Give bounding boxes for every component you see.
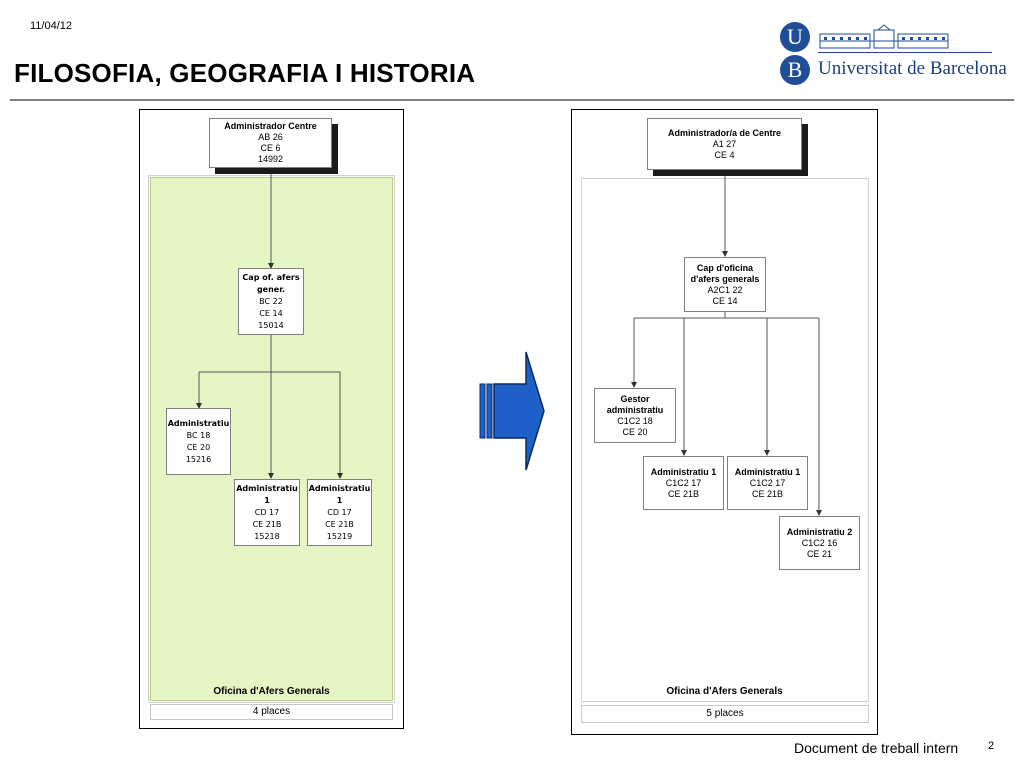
node-line: 15014 <box>258 320 284 330</box>
right-node-gestor-administratiu: Gestor administratiu C1C2 18 CE 20 <box>594 388 676 443</box>
node-title: Cap d'oficina <box>696 262 754 273</box>
slide-title: FILOSOFIA, GEOGRAFIA I HISTORIA <box>14 58 476 88</box>
right-places-count: 5 places <box>581 705 869 723</box>
node-line: C1C2 17 <box>665 477 702 488</box>
footer-note: Document de treball intern <box>794 740 959 756</box>
left-places-count: 4 places <box>150 704 393 720</box>
node-title: Gestor <box>620 393 650 404</box>
node-title: gener. <box>256 284 286 294</box>
node-title: Administratiu 1 <box>650 466 717 477</box>
university-name: Universitat de Barcelona <box>818 58 1007 79</box>
node-title: Administratiu 1 <box>236 483 298 505</box>
left-node-administrador-centre: Administrador Centre AB 26 CE 6 14992 <box>209 118 332 168</box>
left-node-administratiu-1b: Administratiu 1 CD 17 CE 21B 15219 <box>307 479 372 546</box>
node-line: CE 20 <box>622 426 648 437</box>
left-area-frame <box>148 175 395 703</box>
node-title: Administrador/a de Centre <box>667 127 782 138</box>
node-line: C1C2 17 <box>749 477 786 488</box>
node-line: 14992 <box>257 154 284 164</box>
left-node-administratiu: Administratiu BC 18 CE 20 15216 <box>166 408 231 475</box>
node-line: 15219 <box>326 531 353 541</box>
node-line: AB 26 <box>258 132 283 142</box>
university-logo-b: B <box>780 55 810 85</box>
node-line: C1C2 16 <box>801 537 838 548</box>
node-title: Cap of. afers <box>242 272 300 282</box>
title-divider <box>10 99 1014 101</box>
node-line: 15218 <box>254 531 280 541</box>
node-line: CE 21B <box>325 519 354 529</box>
node-line: A1 27 <box>712 138 737 149</box>
node-line: CE 20 <box>186 442 211 452</box>
page-number: 2 <box>988 740 995 752</box>
node-title: Administrador Centre <box>224 121 317 131</box>
right-node-administratiu-2: Administratiu 2 C1C2 16 CE 21 <box>779 516 860 570</box>
right-node-administrador-centre: Administrador/a de Centre A1 27 CE 4 <box>647 118 802 170</box>
node-line: CD 17 <box>327 507 352 517</box>
node-line: CE 14 <box>259 308 283 318</box>
node-title: Administratiu 2 <box>786 526 853 537</box>
node-line: CE 21 <box>806 548 832 559</box>
node-line: BC 18 <box>186 430 211 440</box>
node-title: Administratiu 1 <box>308 483 371 505</box>
left-office-label: Oficina d'Afers Generals <box>213 686 330 697</box>
node-line: CE 21B <box>667 488 700 499</box>
node-title: Administratiu <box>167 418 230 428</box>
right-node-cap-oficina: Cap d'oficina d'afers generals A2C1 22 C… <box>684 257 766 312</box>
slide-date: 11/04/12 <box>30 20 73 32</box>
node-line: CE 14 <box>712 295 738 306</box>
university-logo-u: U <box>780 22 810 52</box>
node-line: CE 21B <box>751 488 784 499</box>
right-node-administratiu-1a: Administratiu 1 C1C2 17 CE 21B <box>643 456 724 510</box>
right-node-administratiu-1b: Administratiu 1 C1C2 17 CE 21B <box>727 456 808 510</box>
university-building-icon <box>819 24 949 49</box>
left-node-administratiu-1a: Administratiu 1 CD 17 CE 21B 15218 <box>234 479 300 546</box>
node-line: C1C2 18 <box>617 415 653 426</box>
node-line: A2C1 22 <box>707 284 743 295</box>
transition-arrow-icon <box>479 351 545 471</box>
left-node-cap-afers: Cap of. afers gener. BC 22 CE 14 15014 <box>238 268 304 335</box>
node-title: Administratiu 1 <box>734 466 801 477</box>
right-office-label: Oficina d'Afers Generals <box>666 686 783 697</box>
node-title: d'afers generals <box>690 273 760 284</box>
node-title: administratiu <box>606 404 664 415</box>
node-line: CE 21B <box>252 519 282 529</box>
node-line: CE 4 <box>714 149 735 160</box>
logo-divider <box>818 52 992 53</box>
node-line: BC 22 <box>259 296 283 306</box>
node-line: CD 17 <box>254 507 280 517</box>
node-line: 15216 <box>185 454 212 464</box>
node-line: CE 6 <box>260 143 281 153</box>
